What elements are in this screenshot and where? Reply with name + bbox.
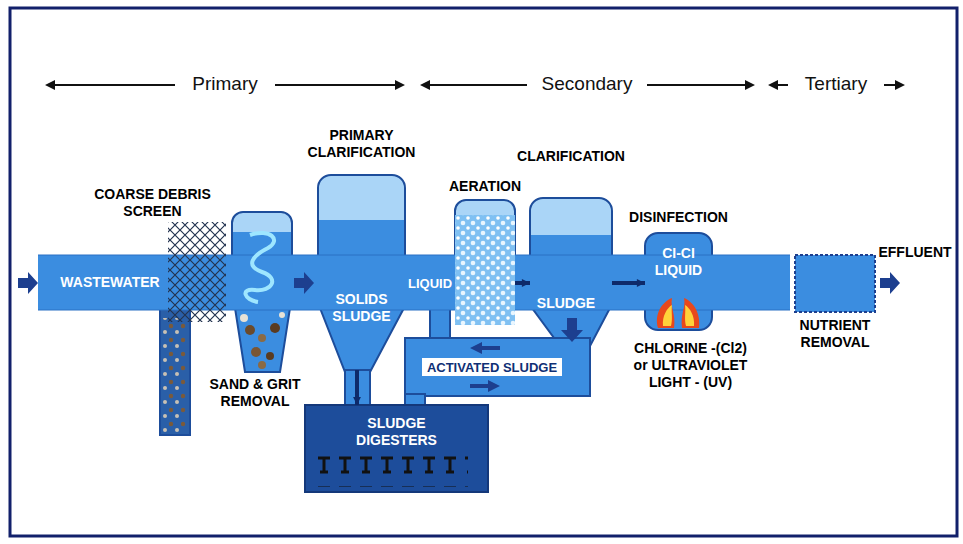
tank-text: ACTIVATED SLUDGE [422,359,562,376]
tank-heading: PRIMARY CLARIFICATION [291,127,432,161]
debris-screen [168,222,226,322]
stage-label: Primary [175,73,275,95]
part-label: SAND & GRIT REMOVAL [195,376,315,410]
aeration-bubbles [455,215,515,325]
tank-text: SOLIDS SLUDGE [318,291,405,325]
aeration-tank: AERATION [455,200,515,325]
uv-chlorine-flames [657,298,699,328]
flow-label: EFFLUENT [876,244,954,261]
flow-label: LIQUID [405,275,455,292]
tank-text: SLUDGE DIGESTERS [335,415,458,449]
tank-text: AERATION [435,178,535,195]
part-label: COARSE DEBRIS SCREEN [85,186,220,220]
clarifier-tank: CLARIFICATIONSLUDGE [530,198,612,346]
pipe-arrows [18,272,900,342]
flow-arrow [515,279,530,287]
stage-label: Secondary [527,73,647,95]
tank-text: NUTRIENT REMOVAL [780,317,890,351]
tank-heading: DISINFECTION [613,209,744,226]
stage-arrows [45,80,905,90]
note-label: CHLORINE -(Cl2) or ULTRAVIOLET LIGHT - (… [628,340,753,391]
frame [10,8,957,536]
grit-pebbles [240,312,285,369]
nutrient-removal-box: NUTRIENT REMOVAL [795,255,875,312]
grit-swirl [245,233,274,302]
digester-tank [305,405,488,492]
arrow-head [353,397,361,405]
flow-label: WASTEWATER [56,274,164,291]
tank-heading: CLARIFICATION [506,148,636,165]
nutrient-tank [795,255,875,312]
return-sludge-band: ACTIVATED SLUDGE [422,358,562,376]
flow-arrow [353,370,361,405]
clarifier-tank: PRIMARY CLARIFICATIONSOLIDS SLUDGE [318,175,405,370]
tank-text: CI-CI LIQUID [645,245,712,279]
sludge-digester: SLUDGE DIGESTERS [305,405,488,492]
flow-arrow [612,279,645,287]
arrow-head [522,279,530,287]
disinfection-tank: DISINFECTIONCI-CI LIQUID [645,233,712,330]
aeration-column [455,215,515,325]
pipe-edge [38,310,790,311]
stage-label: Tertiary [788,73,884,95]
tank-text: SLUDGE [530,295,602,312]
arrow-head [637,279,645,287]
